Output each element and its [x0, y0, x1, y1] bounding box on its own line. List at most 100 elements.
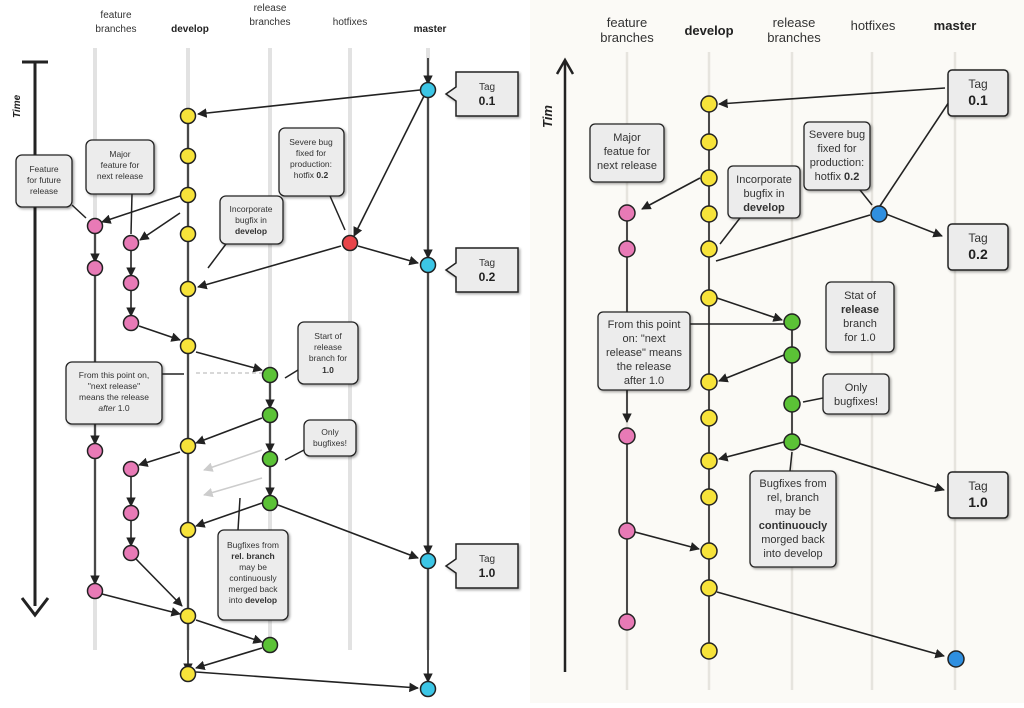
develop-commit	[700, 289, 718, 307]
develop-commit	[179, 437, 197, 455]
develop-commit	[700, 488, 718, 506]
develop-commit	[700, 642, 718, 660]
develop-commit	[179, 186, 197, 204]
left-tag-0-2: Tag 0.2	[444, 247, 519, 293]
develop-commit	[179, 107, 197, 125]
svg-text:1.0: 1.0	[479, 566, 496, 580]
right-branch-lines	[622, 87, 954, 659]
svg-text:0.2: 0.2	[968, 246, 988, 262]
master-commit	[419, 256, 437, 274]
feature-commit	[86, 259, 104, 277]
feature-commit	[86, 442, 104, 460]
left-tag-0-1: Tag 0.1	[444, 71, 519, 117]
svg-text:Tag: Tag	[479, 82, 495, 93]
left-time-axis: Time	[12, 60, 50, 618]
svg-text:0.2: 0.2	[479, 270, 496, 284]
master-commit	[419, 680, 437, 698]
feature-commit	[122, 544, 140, 562]
right-tag-0-2: Tag 0.2	[947, 223, 1009, 271]
develop-commit	[700, 95, 718, 113]
feature-commit	[86, 217, 104, 235]
feature-commit	[122, 504, 140, 522]
right-tag-1-0: Tag 1.0	[947, 471, 1009, 519]
hotfix-commit	[870, 205, 888, 223]
left-col-master: master	[414, 24, 447, 35]
develop-commit	[179, 280, 197, 298]
master-commit	[947, 650, 965, 668]
release-commit	[783, 346, 801, 364]
release-commit	[261, 406, 279, 424]
develop-commit	[179, 225, 197, 243]
right-tag-0-1: Tag 0.1	[947, 69, 1009, 117]
develop-commit	[700, 452, 718, 470]
release-commit	[261, 450, 279, 468]
svg-text:Tag: Tag	[968, 77, 987, 91]
right-time-label: Tim	[540, 105, 555, 128]
release-commit	[783, 433, 801, 451]
develop-commit	[700, 169, 718, 187]
left-note-from-this-point: From this point on,"next release"means t…	[65, 361, 184, 425]
develop-commit	[179, 521, 197, 539]
feature-commit	[86, 582, 104, 600]
right-time-axis: Tim	[540, 57, 575, 672]
release-commit	[261, 494, 279, 512]
left-time-label: Time	[12, 94, 23, 118]
right-col-develop: develop	[684, 23, 733, 38]
feature-commit	[122, 274, 140, 292]
feature-commit	[618, 204, 636, 222]
left-commits	[86, 81, 437, 698]
left-col-develop: develop	[171, 24, 209, 35]
develop-commit	[700, 409, 718, 427]
svg-text:From this point on,"next relea: From this point on,"next release"means t…	[79, 370, 149, 413]
feature-commit	[618, 427, 636, 445]
develop-commit	[700, 373, 718, 391]
release-commit	[261, 366, 279, 384]
feature-commit	[122, 460, 140, 478]
right-col-hotfixes: hotfixes	[851, 18, 896, 33]
feature-commit	[618, 613, 636, 631]
develop-commit	[700, 579, 718, 597]
release-commit	[261, 636, 279, 654]
left-branch-lines	[90, 58, 433, 693]
right-commits	[618, 95, 965, 668]
develop-commit	[700, 133, 718, 151]
master-commit	[419, 81, 437, 99]
feature-commit	[122, 234, 140, 252]
svg-text:Tag: Tag	[968, 231, 987, 245]
feature-commit	[122, 314, 140, 332]
develop-commit	[700, 542, 718, 560]
left-ghost-arrows	[196, 372, 263, 498]
master-commit	[419, 552, 437, 570]
develop-commit	[179, 337, 197, 355]
svg-text:0.1: 0.1	[968, 92, 988, 108]
feature-commit	[618, 522, 636, 540]
svg-text:0.1: 0.1	[479, 94, 496, 108]
